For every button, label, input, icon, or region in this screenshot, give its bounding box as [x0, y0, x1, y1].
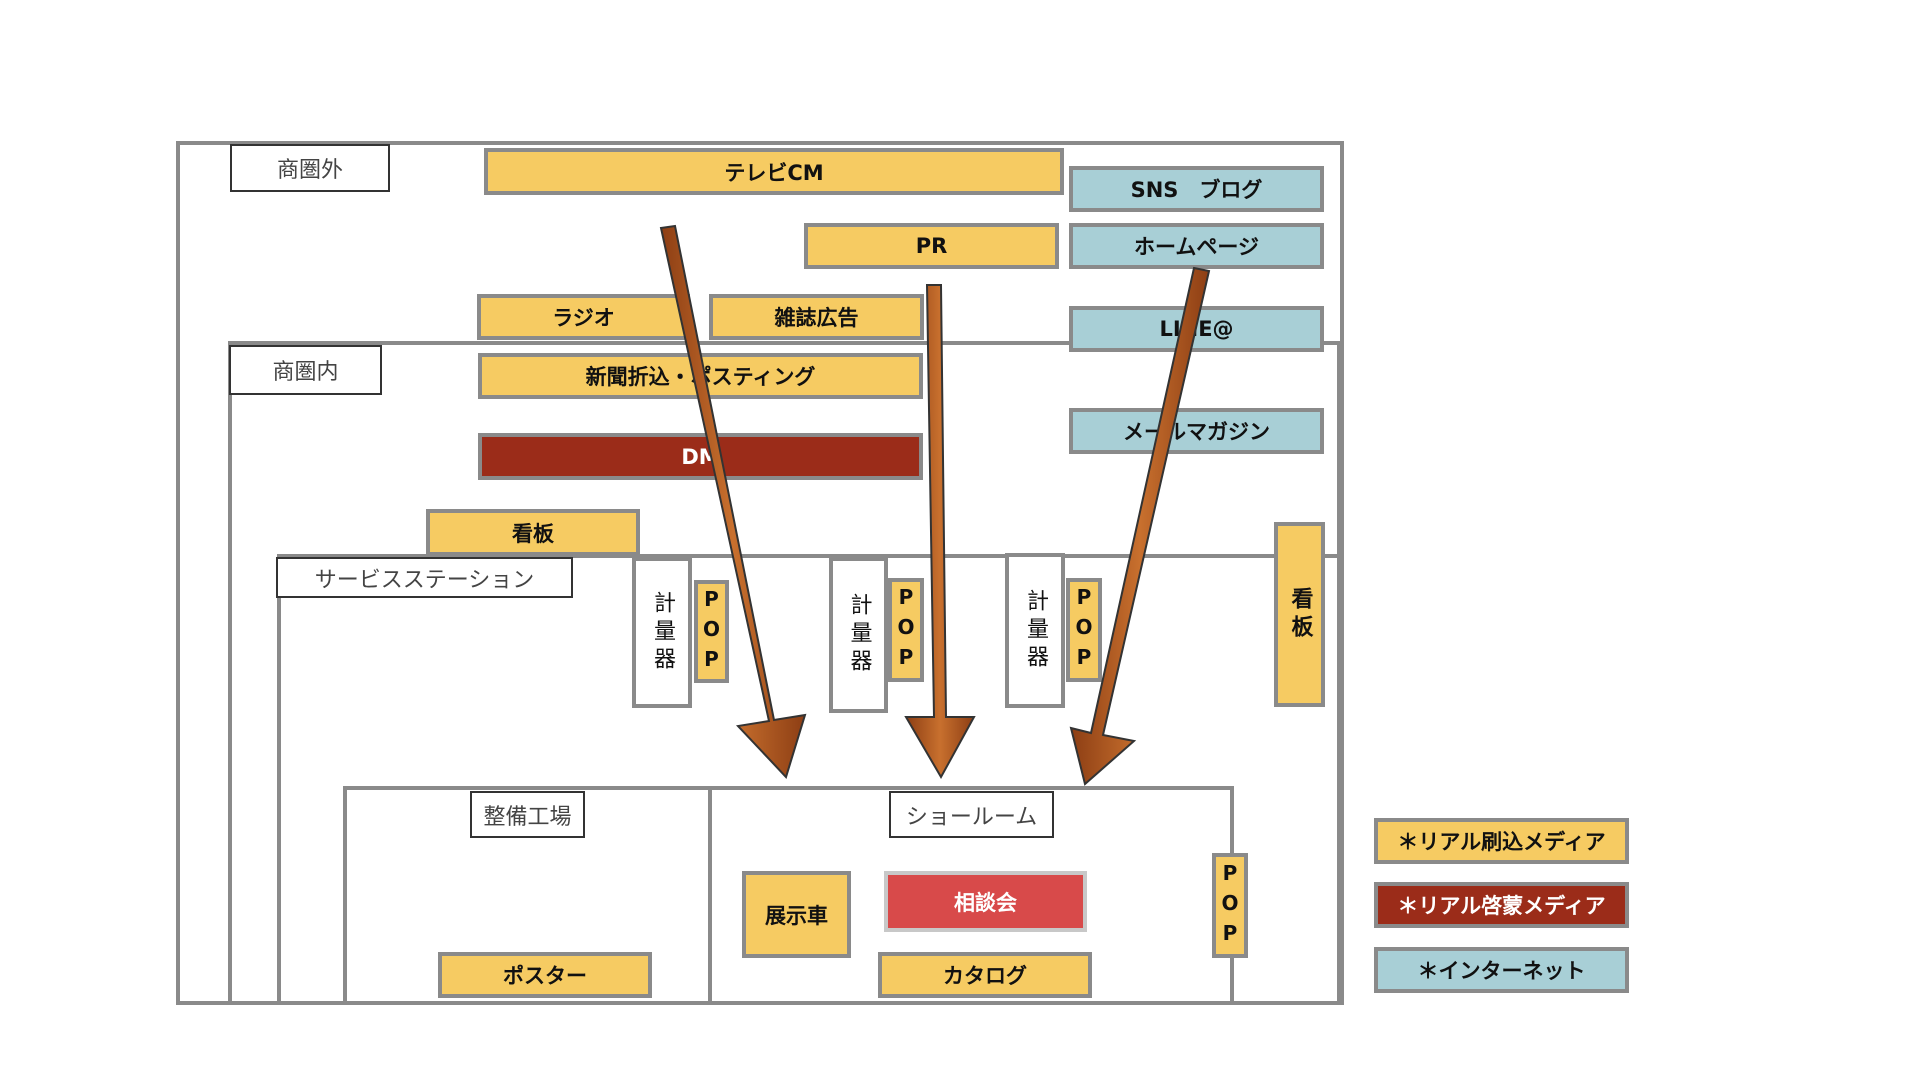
meter-box-1: 計量器	[632, 557, 692, 708]
radio-box: ラジオ	[477, 294, 690, 340]
mail-magazine-box: メールマガジン	[1069, 408, 1324, 454]
line-box: LINE@	[1069, 306, 1324, 352]
signboard-right-box: 看板	[1274, 522, 1325, 707]
pop-label-3: POP	[1072, 585, 1096, 675]
tv-cm-box: テレビCM	[484, 148, 1064, 195]
signboard-right-label: 看板	[1287, 586, 1313, 643]
inner-zone-label: 商圏内	[229, 345, 382, 395]
pr-box: PR	[804, 223, 1059, 269]
signboard-left-box: 看板	[426, 509, 640, 556]
meter-box-2: 計量器	[829, 557, 888, 713]
pop-box-2: POP	[888, 578, 924, 682]
meter-label-3: 計量器	[1023, 588, 1048, 673]
pop-box-1: POP	[694, 580, 729, 683]
garage-zone-label: 整備工場	[470, 791, 585, 838]
newspaper-posting-box: 新聞折込・ポスティング	[478, 353, 923, 399]
pop-label-2: POP	[894, 585, 918, 675]
meter-box-3: 計量器	[1005, 553, 1065, 708]
catalog-box: カタログ	[878, 952, 1092, 998]
outer-zone-label: 商圏外	[230, 144, 390, 192]
magazine-ad-box: 雑誌広告	[709, 294, 924, 340]
meter-label-2: 計量器	[846, 593, 872, 677]
legend-enlighten-media: ＊リアル啓蒙メディア	[1374, 882, 1629, 928]
homepage-box: ホームページ	[1069, 223, 1324, 269]
legend-internet: ＊インターネット	[1374, 947, 1629, 993]
meter-label-1: 計量器	[650, 590, 675, 675]
pop-label-showroom: POP	[1218, 860, 1242, 951]
pop-box-3: POP	[1066, 578, 1102, 682]
showroom-zone-label: ショールーム	[889, 791, 1054, 838]
station-zone-label: サービスステーション	[276, 557, 573, 598]
consultation-box: 相談会	[884, 871, 1087, 932]
poster-box: ポスター	[438, 952, 652, 998]
pop-box-showroom: POP	[1212, 853, 1248, 958]
legend-print-media: ＊リアル刷込メディア	[1374, 818, 1629, 864]
display-car-box: 展示車	[742, 871, 851, 958]
pop-label-1: POP	[699, 586, 724, 677]
sns-blog-box: SNS ブログ	[1069, 166, 1324, 212]
dm-box: DM	[478, 433, 923, 480]
